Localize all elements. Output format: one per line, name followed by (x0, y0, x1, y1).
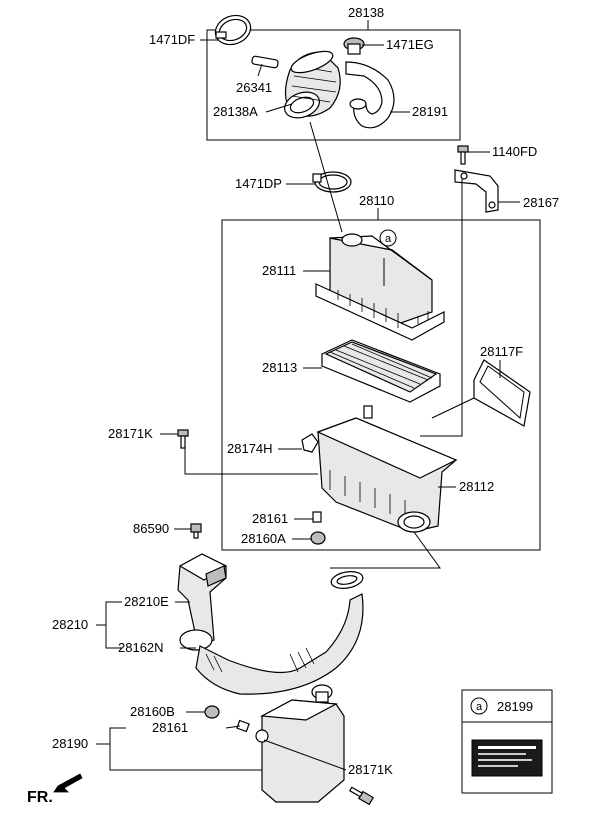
clamp-1471dp (312, 171, 352, 193)
front-arrow-icon (53, 773, 83, 793)
legend-a-circle (470, 697, 488, 715)
clip-28174h (301, 433, 319, 453)
intake-duct-28162n (179, 571, 364, 695)
callout-a-circle (379, 229, 397, 247)
air-cleaner-cover-28111 (315, 233, 445, 341)
nut-86590 (190, 523, 202, 539)
label-28171k-top: 28171K (108, 426, 153, 441)
resonator-28190 (255, 684, 345, 803)
label-28161-bot: 28161 (152, 720, 188, 735)
label-1471eg: 1471EG (386, 37, 434, 52)
legend-a: a (476, 701, 483, 713)
front-indicator: FR. (27, 789, 53, 806)
label-28160b: 28160B (130, 704, 175, 719)
label-28117f: 28117F (480, 344, 523, 359)
label-28138a: 28138A (213, 104, 258, 119)
label-28112: 28112 (459, 479, 494, 494)
label-28111: 28111 (262, 263, 296, 278)
leader-lines (96, 20, 520, 771)
clamp-1471df (214, 14, 252, 46)
callout-a: a (385, 233, 392, 245)
bolt-28171k-top (177, 429, 189, 449)
label-28160a: 28160A (241, 531, 286, 546)
label-28162n: 28162N (118, 640, 164, 655)
bracket-28167 (454, 169, 499, 213)
legend-part-number: 28199 (497, 699, 533, 714)
breather-hose-28191 (345, 61, 395, 129)
warning-label-graphic (471, 739, 543, 777)
label-28190: 28190 (52, 736, 88, 751)
clip-1471eg (343, 37, 365, 55)
legend-box (461, 689, 553, 794)
gasket-28117f (473, 359, 531, 427)
label-1471dp: 1471DP (235, 176, 282, 191)
frame-28110 (221, 219, 541, 551)
grommet-28161-bot (236, 719, 250, 733)
label-28138: 28138 (348, 5, 384, 20)
nut-28160a (310, 531, 326, 545)
intake-hose-28138a (283, 50, 341, 119)
grommet-28161-top (312, 511, 322, 523)
label-28113: 28113 (262, 360, 297, 375)
label-26341: 26341 (236, 80, 272, 95)
bolt-1140fd (457, 145, 469, 165)
label-28161-top: 28161 (252, 511, 288, 526)
frame-28138 (206, 29, 461, 141)
bolt-28171k-bot (348, 786, 375, 806)
label-28171k-bot: 28171K (348, 762, 393, 777)
label-28174h: 28174H (227, 441, 273, 456)
label-1471df: 1471DF (149, 32, 195, 47)
filter-element-28113 (321, 339, 441, 403)
pipe-26341 (251, 55, 279, 69)
label-28210e: 28210E (124, 594, 169, 609)
nut-28160b (204, 705, 220, 719)
label-28167: 28167 (523, 195, 559, 210)
label-86590: 86590 (133, 521, 169, 536)
resonator-28210e (177, 553, 228, 647)
label-28210: 28210 (52, 617, 88, 632)
label-28191: 28191 (412, 104, 448, 119)
air-cleaner-body-28112 (316, 405, 458, 533)
label-28110: 28110 (359, 193, 394, 208)
label-1140fd: 1140FD (492, 144, 537, 159)
